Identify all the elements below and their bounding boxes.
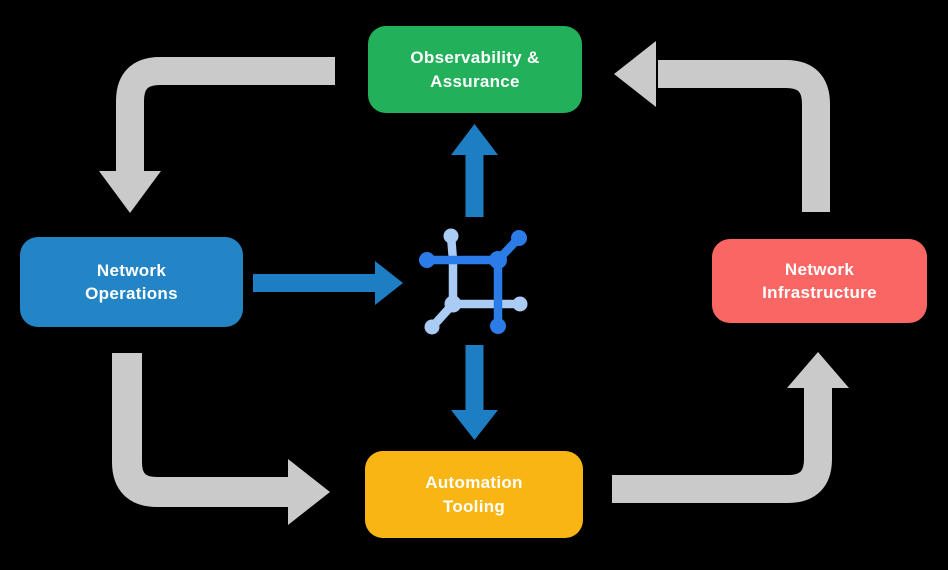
node-label-line: Automation <box>425 473 523 493</box>
arrow-core-to-observability <box>451 124 498 217</box>
node-network-operations: Network Operations <box>20 237 243 327</box>
node-automation-tooling: Automation Tooling <box>365 451 583 538</box>
arrow-operations-to-core <box>253 261 403 305</box>
node-label-line: Operations <box>85 284 178 303</box>
arrow-operations-to-automation <box>112 353 330 525</box>
node-observability-assurance: Observability & Assurance <box>368 26 582 113</box>
network-automation-icon <box>419 228 528 335</box>
arrow-infrastructure-to-observability <box>614 41 830 212</box>
arrow-observability-to-operations <box>99 57 335 213</box>
node-label-line: Network <box>784 259 855 279</box>
arrow-automation-to-infrastructure <box>612 352 849 503</box>
node-label-line: Observability & <box>410 48 540 68</box>
node-network-infrastructure: Network Infrastructure <box>712 239 927 323</box>
node-label-line: Assurance <box>430 71 520 91</box>
arrow-core-to-automation <box>451 345 498 440</box>
node-label-line: Infrastructure <box>762 283 877 302</box>
node-label-line: Tooling <box>442 496 506 516</box>
node-label-line: Network <box>96 260 167 280</box>
